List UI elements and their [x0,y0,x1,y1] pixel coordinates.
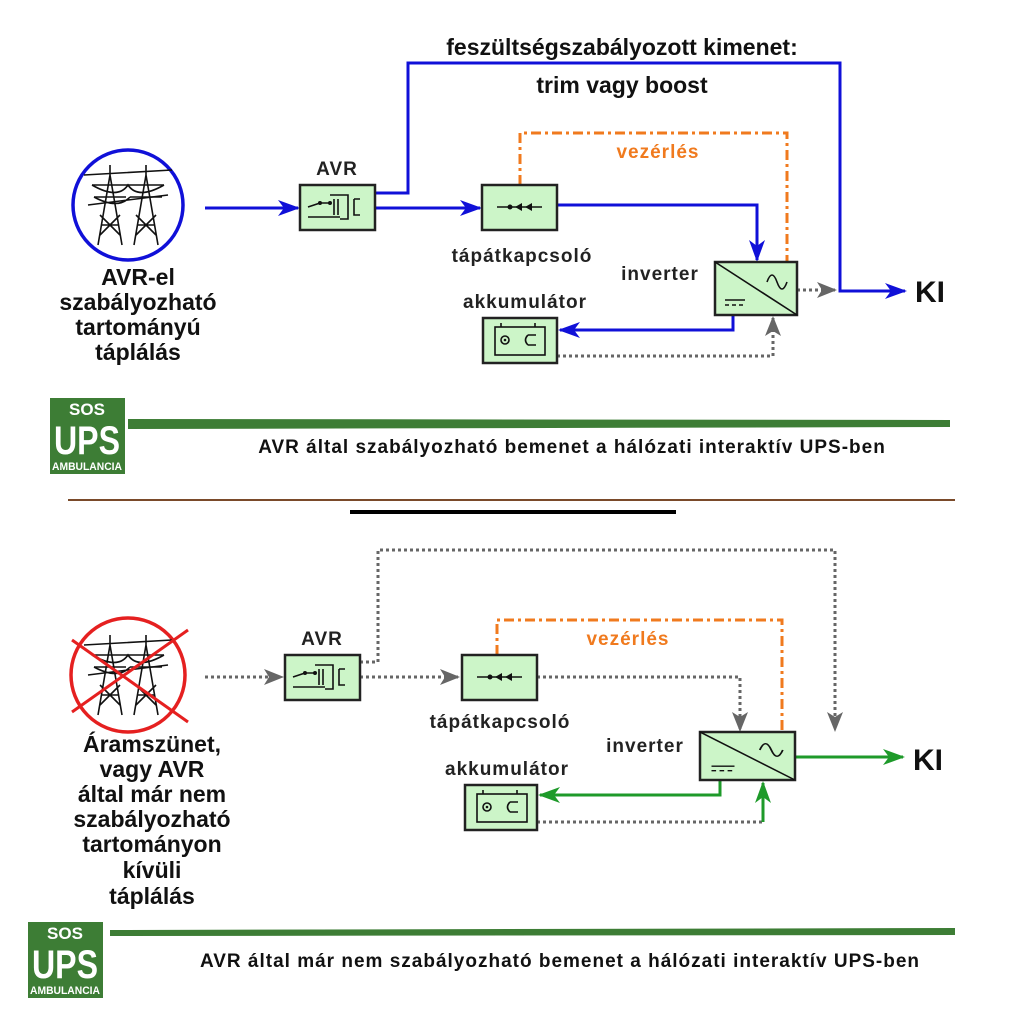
top-title-line1: feszültségszabályozott kimenet: [446,34,797,60]
bottom-battery-block [463,783,539,832]
svg-text:UPS: UPS [54,419,120,463]
top-title-line2: trim vagy boost [536,72,708,98]
svg-text:AVR-el: AVR-el [101,264,175,290]
svg-text:kívüli: kívüli [123,857,182,883]
top-battery-block [481,316,559,365]
svg-text:SOS: SOS [69,400,105,419]
top-caption: AVR által szabályozható bemenet a hálóza… [258,437,886,458]
bottom-control-label: vezérlés [586,629,669,650]
bottom-output-label: KI [913,744,943,777]
mains-pylon-icon [71,148,185,262]
svg-text:táplálás: táplálás [109,883,195,909]
svg-text:vagy AVR: vagy AVR [100,756,205,782]
svg-text:AMBULANCIA: AMBULANCIA [52,461,122,473]
bottom-transfer-switch-block [460,653,539,702]
svg-text:Áramszünet,: Áramszünet, [83,730,221,757]
svg-text:táplálás: táplálás [95,339,181,365]
bottom-flow-lines [205,548,905,824]
top-output-label: KI [915,276,945,309]
top-switch-label: tápátkapcsoló [452,246,593,267]
bottom-logo: SOS UPS AMBULANCIA [28,922,103,998]
top-battery-label: akkumulátor [463,292,587,313]
bottom-avr-block [283,653,362,702]
svg-text:AMBULANCIA: AMBULANCIA [30,985,100,997]
top-flow-lines [205,61,907,358]
top-caption-bar [128,419,950,429]
bottom-source-label: Áramszünet, vagy AVR által már nem szabá… [73,730,230,909]
bottom-battery-label: akkumulátor [445,759,569,780]
top-diagram: feszültségszabályozott kimenet: trim vag… [50,34,950,474]
bottom-avr-label: AVR [301,629,343,650]
top-avr-block [298,183,377,232]
svg-text:szabályozható: szabályozható [59,289,216,315]
bottom-caption: AVR által már nem szabályozható bemenet … [200,951,920,972]
top-control-label: vezérlés [616,142,699,163]
svg-text:UPS: UPS [32,943,98,987]
top-source-label: AVR-el szabályozható tartományú táplálás [59,264,216,365]
svg-text:tartományon: tartományon [82,831,221,857]
bottom-inverter-block [698,730,797,782]
bottom-switch-label: tápátkapcsoló [430,712,571,733]
bottom-diagram: Áramszünet, vagy AVR által már nem szabá… [28,548,955,998]
top-inverter-label: inverter [621,264,699,285]
top-inverter-block [713,260,799,317]
bottom-caption-bar [110,928,955,936]
svg-text:tartományú: tartományú [75,314,200,340]
bottom-inverter-label: inverter [606,736,684,757]
top-transfer-switch-block [480,183,559,232]
svg-text:szabályozható: szabályozható [73,806,230,832]
svg-text:SOS: SOS [47,924,83,943]
top-logo: SOS UPS AMBULANCIA [50,398,125,474]
svg-text:által már nem: által már nem [78,781,226,807]
top-avr-label: AVR [316,159,358,180]
mains-failure-icon [69,616,189,734]
